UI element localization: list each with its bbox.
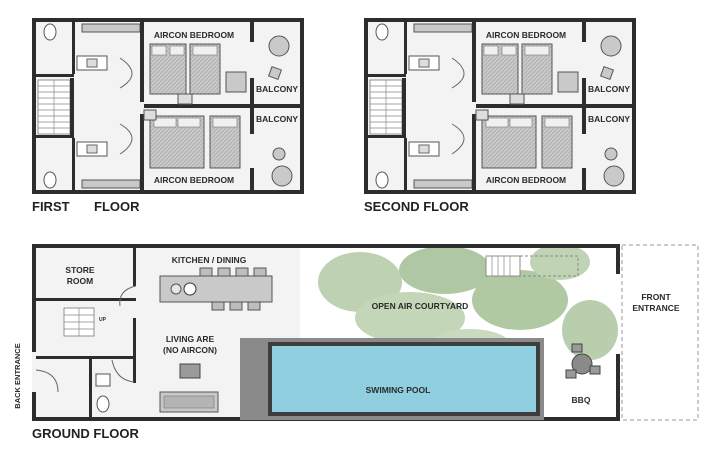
ground-stair-up-label: UP: [99, 317, 107, 323]
living-area-label-2: (NO AIRCON): [163, 345, 217, 355]
ground-floor-plan: UP: [32, 244, 699, 421]
bbq-table-icon: [571, 353, 593, 375]
kitchen-dining-label: KITCHEN / DINING: [172, 255, 247, 265]
store-room-label-1: STORE: [65, 265, 94, 275]
ground-floor-title: GROUND FLOOR: [32, 426, 139, 441]
front-entrance-label-2: ENTRANCE: [632, 303, 680, 313]
first-floor-balcony-bottom-label: BALCONY: [256, 114, 298, 124]
first-floor-title-b: FLOOR: [94, 199, 140, 214]
second-floor-bedroom-bottom-label: AIRCON BEDROOM: [486, 175, 566, 185]
second-floor-bedroom-top-label: AIRCON BEDROOM: [486, 30, 566, 40]
bbq-label: BBQ: [572, 395, 591, 405]
back-entrance-label: BACK ENTRANCE: [13, 343, 22, 408]
second-floor-plan: AIRCON BEDROOM AIRCON BEDROOM BALCONY BA…: [363, 17, 637, 195]
courtyard-label: OPEN AIR COURTYARD: [372, 301, 469, 311]
swimming-pool-label: SWIMING POOL: [366, 385, 431, 395]
store-room-label-2: ROOM: [67, 276, 93, 286]
second-floor-title: SECOND FLOOR: [364, 199, 469, 214]
first-floor-plan: AIRCON BEDROOM AIRCON BEDROOM BALCONY BA…: [31, 17, 305, 195]
second-floor-balcony-top-label: BALCONY: [588, 84, 630, 94]
second-floor-balcony-bottom-label: BALCONY: [588, 114, 630, 124]
swimming-pool: [272, 346, 536, 412]
first-floor-bedroom-top-label: AIRCON BEDROOM: [154, 30, 234, 40]
front-entrance-label-1: FRONT: [641, 292, 671, 302]
first-floor-balcony-top-label: BALCONY: [256, 84, 298, 94]
living-area-label-1: LIVING ARE: [166, 334, 215, 344]
first-floor-title-a: FIRST: [32, 199, 70, 214]
first-floor-bedroom-bottom-label: AIRCON BEDROOM: [154, 175, 234, 185]
